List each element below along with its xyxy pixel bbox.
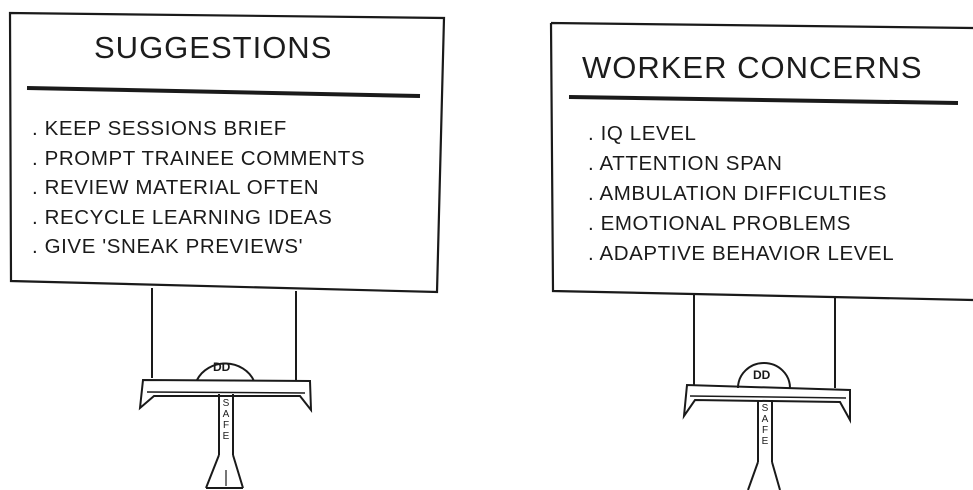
right-sign-stand [682,293,851,490]
right-title-underline [568,95,959,105]
right-stand-label: SAFE [761,403,769,447]
left-stand-logo: DD [213,360,231,374]
right-stand-base [682,383,851,424]
right-sign-board [549,21,973,302]
right-stand-dome [737,362,791,389]
list-item: . ADAPTIVE BEHAVIOR LEVEL [588,242,895,265]
left-sign-board [8,11,446,294]
right-sign-title: WORKER CONCERNS [582,50,923,85]
list-item: . REVIEW MATERIAL OFTEN [32,176,320,199]
left-stand-base [138,378,313,414]
list-item: . EMOTIONAL PROBLEMS [588,212,851,235]
left-sign-list: . KEEP SESSIONS BRIEF . PROMPT TRAINEE C… [32,114,365,262]
left-stand-dome [196,362,255,382]
list-item: . PROMPT TRAINEE COMMENTS [32,146,366,170]
left-stand-foot [205,454,244,489]
right-stand-foot [747,461,781,490]
right-stand-logo: DD [753,368,771,382]
left-stand-label: SAFE [222,398,230,442]
left-sign-title: SUGGESTIONS [94,30,333,65]
left-title-underline [26,86,421,98]
left-sign-stand [138,288,313,489]
list-item: . ATTENTION SPAN [588,152,783,175]
list-item: . RECYCLE LEARNING IDEAS [32,205,333,229]
right-sign-list: . IQ LEVEL . ATTENTION SPAN . AMBULATION… [588,119,894,269]
list-item: . KEEP SESSIONS BRIEF [32,117,287,140]
list-item: . IQ LEVEL [588,122,697,145]
list-item: . GIVE 'SNEAK PREVIEWS' [32,235,304,258]
list-item: . AMBULATION DIFFICULTIES [588,182,887,205]
